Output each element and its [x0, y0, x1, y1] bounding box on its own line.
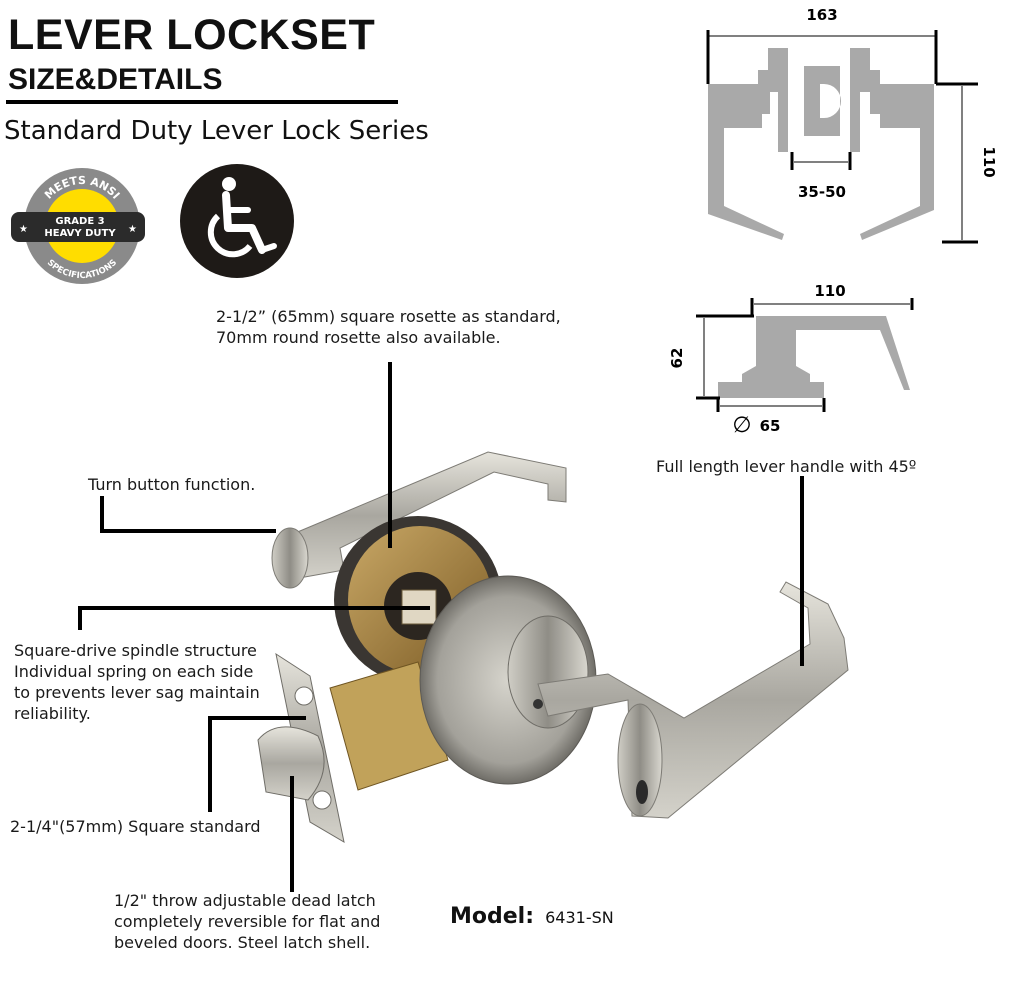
callout-spindle-line-3: to prevents lever sag maintain [14, 683, 260, 702]
front-lever-handle [537, 581, 849, 819]
front-lever-hub [617, 703, 663, 817]
faceplate-screw-hole-bottom [312, 790, 332, 810]
dim-width-163: 163 [806, 6, 837, 24]
side-lever-shape [718, 316, 910, 398]
faceplate-screw-hole-top [294, 686, 314, 706]
left-lever-shape [708, 48, 784, 240]
top-view-dimension-drawing: 163 35-50 110 [706, 6, 998, 244]
callout-turn-button: Turn button function. [88, 474, 255, 495]
page-subtitle: SIZE&DETAILS [8, 63, 223, 96]
model-label: Model: [450, 904, 535, 929]
badge-grade-text: GRADE 3 [55, 216, 104, 227]
callout-latch-line-3: beveled doors. Steel latch shell. [114, 933, 371, 952]
callout-latch-line-2: completely reversible for flat and [114, 912, 381, 931]
callout-square-standard-line-1: 2-1/4"(57mm) Square standard [10, 817, 261, 836]
callout-spindle-line-2: Individual spring on each side [14, 662, 254, 681]
callout-latch: 1/2" throw adjustable dead latch complet… [114, 890, 380, 953]
rear-lever-handle [287, 451, 567, 581]
badge-star-right: ★ [128, 224, 137, 235]
model-value: 6431-SN [545, 908, 614, 927]
series-name: Standard Duty Lever Lock Series [4, 116, 429, 146]
right-lever-shape [860, 48, 934, 240]
right-chassis-plate [850, 48, 860, 152]
diameter-symbol: ∅ [732, 413, 751, 438]
callout-lever-handle: Full length lever handle with 45º [656, 456, 916, 477]
callout-turn-button-line-1: Turn button function. [88, 475, 256, 494]
callout-rosette: 2-1/2” (65mm) square rosette as standard… [216, 306, 561, 348]
keyway-icon [636, 780, 648, 804]
callout-rosette-line-2: 70mm round rosette also available. [216, 328, 501, 347]
callout-lever-handle-line-1: Full length lever handle with 45º [656, 457, 917, 476]
callout-square-standard: 2-1/4"(57mm) Square standard [10, 816, 261, 837]
left-chassis-plate [778, 48, 788, 152]
callout-rosette-line-1: 2-1/2” (65mm) square rosette as standard… [216, 307, 561, 326]
badge-duty-text: HEAVY DUTY [44, 228, 116, 239]
model-row: Model: 6431-SN [450, 904, 614, 929]
latch-tube [329, 661, 449, 791]
dim-height-62: 62 [668, 348, 686, 369]
callout-spindle-line-4: reliability. [14, 704, 91, 723]
wheelchair-accessible-icon [180, 164, 294, 278]
square-drive-spindle [401, 589, 437, 625]
dead-latch-bolt [257, 726, 325, 801]
dim-lever-110: 110 [814, 282, 845, 300]
page-title: LEVER LOCKSET [8, 11, 376, 59]
latch-faceplate [804, 66, 841, 136]
emergency-release-hole [533, 699, 543, 709]
callout-spindle-line-1: Square-drive spindle structure [14, 641, 257, 660]
dim-backset: 35-50 [798, 183, 846, 201]
side-view-dimension-drawing: 110 62 ∅ 65 [668, 282, 914, 438]
title-underline [6, 100, 398, 104]
badge-ribbon [11, 212, 145, 242]
callout-spindle: Square-drive spindle structure Individua… [14, 640, 260, 724]
dim-height-110: 110 [980, 146, 998, 177]
ansi-grade3-badge: MEETS ANSI SPECIFICATIONS ★ ★ GRADE 3 HE… [11, 168, 145, 284]
callout-latch-line-1: 1/2" throw adjustable dead latch [114, 891, 376, 910]
badge-star-left: ★ [19, 224, 28, 235]
dim-rosette-65: 65 [760, 417, 781, 435]
rear-lever-hub [271, 527, 309, 589]
lockset-product-illustration [257, 451, 849, 844]
